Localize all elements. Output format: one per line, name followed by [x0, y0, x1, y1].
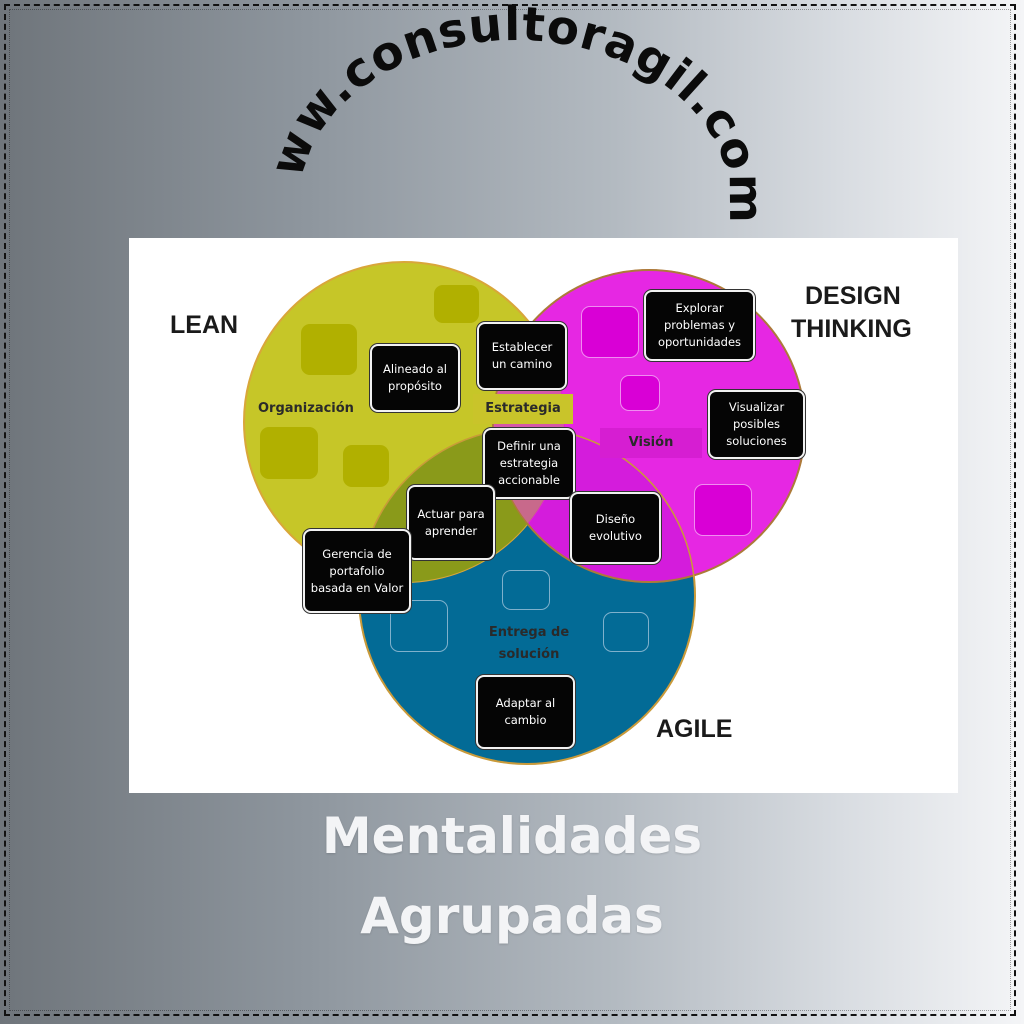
lean-tile-2 — [301, 324, 357, 375]
lean-tile-3 — [260, 427, 318, 479]
design-thinking-border — [492, 269, 806, 583]
dt-tile-1 — [581, 306, 639, 358]
website-arc-title: www.consultoragil.com — [0, 0, 773, 224]
box-definir-estrategia: Definir una estrategia accionable — [483, 428, 575, 499]
box-diseno-evolutivo: Diseño evolutivo — [570, 492, 661, 564]
area-vision: Visión — [600, 428, 702, 458]
lean-label: LEAN — [170, 311, 239, 339]
inner-dotted-border — [9, 9, 1011, 1011]
agile-tile-2 — [390, 600, 448, 652]
area-entrega-line2: solución — [498, 647, 560, 662]
design-thinking-label-line1: DESIGN — [805, 282, 901, 310]
area-entrega-line1: Entrega de — [488, 625, 570, 640]
agile-label: AGILE — [656, 715, 733, 743]
box-adaptar-al-cambio: Adaptar al cambio — [476, 675, 575, 749]
box-actuar-para-aprender: Actuar para aprender — [407, 485, 495, 560]
box-establecer-un-camino: Establecer un camino — [477, 322, 567, 390]
diagram-panel: LEAN DESIGN THINKING AGILE Organización … — [129, 238, 958, 793]
lean-tile-1 — [434, 285, 479, 323]
design-thinking-label-line2: THINKING — [791, 315, 912, 343]
website-url: www.consultoragil.com — [0, 0, 773, 224]
box-alineado-al-proposito: Alineado al propósito — [370, 344, 460, 412]
box-explorar-problemas: Explorar problemas y oportunidades — [644, 290, 755, 361]
agile-tile-3 — [603, 612, 649, 652]
area-estrategia: Estrategia — [473, 394, 573, 424]
agile-tile-1 — [502, 570, 550, 610]
box-visualizar-soluciones: Visualizar posibles soluciones — [708, 390, 805, 459]
dt-tile-2 — [620, 375, 660, 411]
area-organizacion: Organización — [258, 401, 354, 416]
dashed-border — [4, 4, 1016, 1016]
lean-tile-4 — [343, 445, 389, 487]
dt-tile-3 — [694, 484, 752, 536]
box-gerencia-portafolio: Gerencia de portafolio basada en Valor — [303, 529, 411, 613]
